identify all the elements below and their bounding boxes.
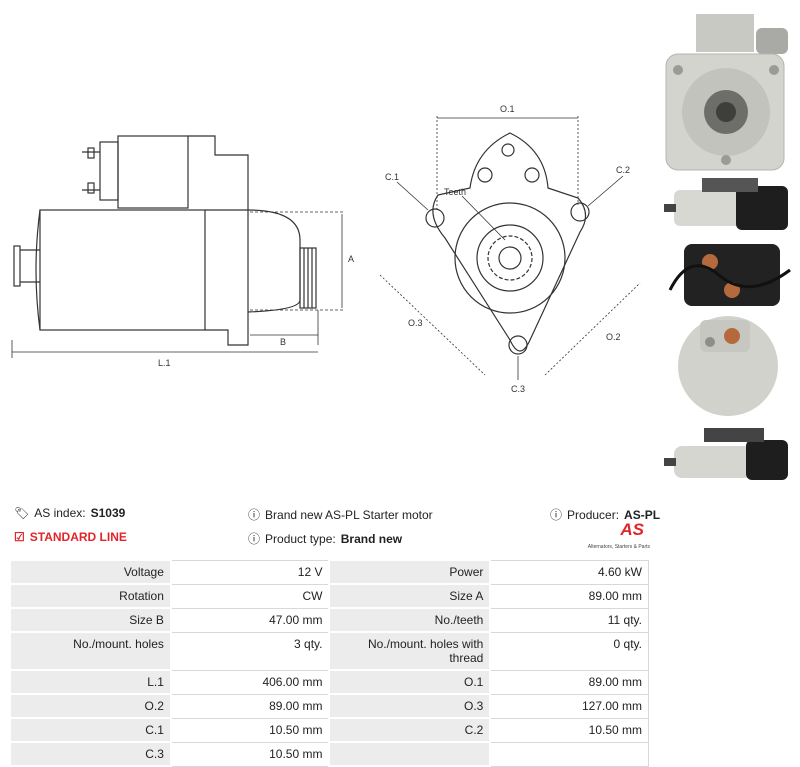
spec-label: Size A — [328, 583, 492, 609]
spec-value: 89.00 mm — [489, 583, 650, 609]
spec-value: 0 qty. — [489, 631, 650, 671]
spec-label: No./mount. holes — [9, 631, 172, 671]
dim-c2-label: C.2 — [616, 165, 630, 175]
technical-drawing: A B L.1 O.1 C.1 C.2 Teeth O.3 O.2 — [11, 104, 641, 394]
spec-label: Power — [328, 559, 492, 585]
dim-l1-label: L.1 — [158, 358, 171, 368]
spec-label: C.1 — [9, 717, 172, 743]
spec-value: 12 V — [170, 559, 330, 585]
spec-value: 4.60 kW — [489, 559, 650, 585]
product-type-value: Brand new — [340, 531, 403, 546]
spec-label: No./mount. holes with thread — [328, 631, 492, 671]
dim-o1-label: O.1 — [500, 104, 515, 114]
spec-value: 3 qty. — [170, 631, 330, 671]
flange-center-ring — [454, 202, 566, 314]
dim-b-label: B — [280, 337, 286, 347]
spec-value: 406.00 mm — [170, 669, 330, 695]
check-square-icon: ☑ — [14, 530, 25, 544]
product-photos — [664, 14, 791, 480]
dim-o2-label: O.2 — [606, 332, 621, 342]
spec-value: 127.00 mm — [489, 693, 650, 719]
spec-label: No./teeth — [328, 607, 492, 633]
spec-value: CW — [170, 583, 330, 609]
as-index-value: S1039 — [90, 506, 126, 520]
spec-value: 89.00 mm — [489, 669, 650, 695]
spec-value: 10.50 mm — [489, 717, 650, 743]
flange-outline — [432, 132, 587, 352]
product-type-label: Product type: — [265, 531, 336, 546]
logo-mark: AS — [620, 520, 644, 539]
spec-value: 47.00 mm — [170, 607, 330, 633]
spec-label: Voltage — [9, 559, 172, 585]
as-pl-logo: AS Alternators, Starters & Parts — [586, 520, 650, 556]
solenoid-body — [117, 135, 189, 209]
spec-label: C.2 — [328, 717, 492, 743]
description-row: ⓘ Brand new AS-PL Starter motor — [248, 506, 433, 523]
standard-line-label: STANDARD LINE — [29, 530, 127, 544]
as-index-label: AS index: — [34, 506, 86, 520]
spec-label: Size B — [9, 607, 172, 633]
spec-value: 10.50 mm — [170, 741, 330, 767]
tags-icon: 🏷︎ — [14, 506, 30, 520]
producer-label: Producer: — [567, 507, 620, 522]
standard-line-row: ☑ STANDARD LINE — [14, 530, 127, 544]
spec-label: O.1 — [328, 669, 492, 695]
spec-label: C.3 — [9, 741, 172, 767]
dim-c3-label: C.3 — [511, 384, 525, 394]
info-icon: ⓘ — [248, 532, 261, 546]
spec-label: L.1 — [9, 669, 172, 695]
producer-row: ⓘ Producer: AS-PL — [550, 506, 660, 523]
spec-value: 10.50 mm — [170, 717, 330, 743]
product-info: 🏷︎ AS index: S1039 ⓘ Brand new AS-PL Sta… — [0, 500, 800, 560]
pinion-gear — [487, 235, 533, 281]
spec-value: 11 qty. — [489, 607, 650, 633]
producer-value: AS-PL — [624, 507, 661, 522]
teeth-label: Teeth — [444, 187, 466, 197]
description-text: Brand new AS-PL Starter motor — [265, 507, 433, 522]
spec-label: O.3 — [328, 693, 492, 719]
as-index-row: 🏷︎ AS index: S1039 — [14, 506, 125, 520]
photo-side-view[interactable] — [664, 178, 788, 230]
spec-value: 89.00 mm — [170, 693, 330, 719]
dim-c1-label: C.1 — [385, 172, 399, 182]
photo-rear-view[interactable] — [668, 244, 791, 416]
product-type-row: ⓘ Product type: Brand new — [248, 530, 402, 547]
spec-label — [328, 741, 492, 767]
spec-label: Rotation — [9, 583, 172, 609]
photo-front-view[interactable] — [665, 14, 788, 171]
dim-a-label: A — [348, 254, 354, 264]
info-icon: ⓘ — [248, 508, 261, 522]
logo-tagline: Alternators, Starters & Parts — [587, 544, 650, 550]
photo-side-view-2[interactable] — [664, 428, 788, 480]
dim-o3-label: O.3 — [408, 318, 423, 328]
motor-body — [39, 209, 206, 331]
info-icon: ⓘ — [550, 508, 563, 522]
spec-label: O.2 — [9, 693, 172, 719]
spec-value — [489, 741, 650, 767]
